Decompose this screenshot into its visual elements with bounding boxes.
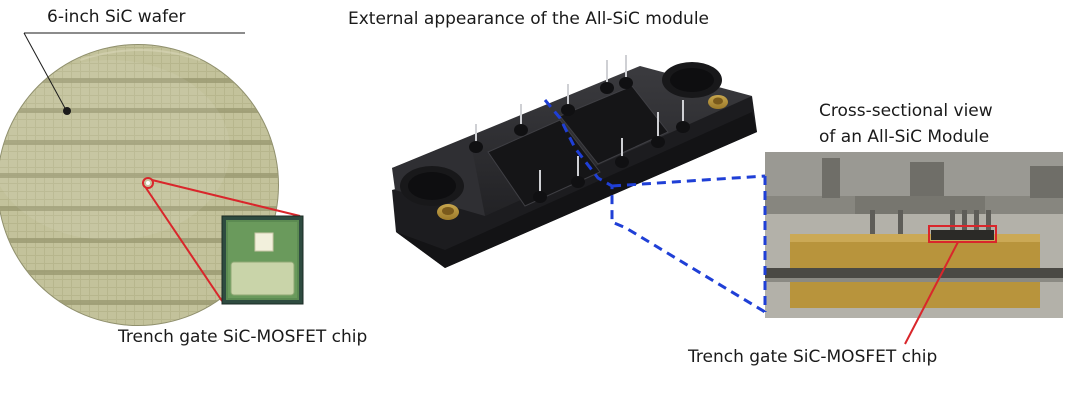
cross-section-image [765, 152, 1063, 318]
cross-section-title-line1: Cross-sectional view [819, 101, 993, 121]
mosfet-chip [221, 215, 304, 305]
chip-callout-left [142, 177, 301, 302]
cross-section-connector [543, 99, 767, 314]
module-title: External appearance of the All-SiC modul… [348, 9, 710, 29]
wafer-callout [23, 32, 245, 115]
wafer-label: 6-inch SiC wafer [47, 7, 186, 27]
all-sic-module [392, 55, 757, 268]
chip-callout-right [904, 225, 997, 345]
chip-label-left: Trench gate SiC-MOSFET chip [118, 327, 368, 347]
cross-section-title-line2: of an All-SiC Module [819, 127, 990, 147]
chip-label-right: Trench gate SiC-MOSFET chip [688, 347, 938, 367]
